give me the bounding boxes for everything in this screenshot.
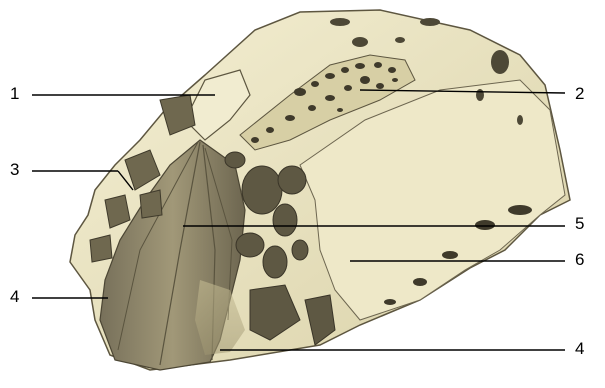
- label-3: 3: [10, 160, 19, 180]
- label-5: 5: [575, 214, 584, 234]
- label-2: 2: [575, 84, 584, 104]
- label-4-left: 4: [10, 287, 19, 307]
- label-1: 1: [10, 84, 19, 104]
- label-4-right: 4: [575, 339, 584, 359]
- label-6: 6: [575, 250, 584, 270]
